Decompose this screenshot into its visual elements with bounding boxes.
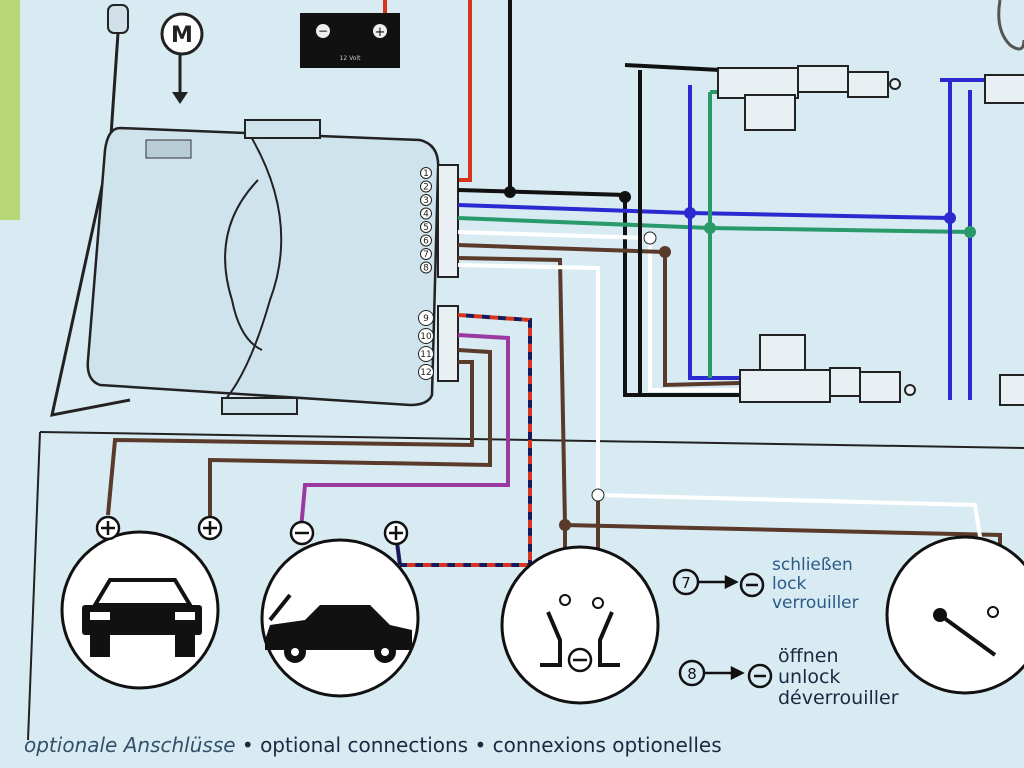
keyring-icon xyxy=(997,0,1024,51)
footer-sep: • xyxy=(241,733,254,757)
pin-label: 6 xyxy=(423,237,429,247)
pin-circle xyxy=(418,328,434,344)
pin-circle xyxy=(420,221,432,233)
pin-circle xyxy=(418,364,434,380)
svg-text:8: 8 xyxy=(687,665,697,683)
footer-caption: optionale Anschlüsse • optional connecti… xyxy=(24,733,722,757)
pin-label: 12 xyxy=(420,368,431,378)
motor-icon: M xyxy=(160,12,204,104)
pin-label: 2 xyxy=(423,183,429,193)
pin-circle xyxy=(420,234,432,247)
lock-label-en: lock xyxy=(772,574,807,594)
unlock-label-fr: déverrouiller xyxy=(778,687,899,709)
minus-icon xyxy=(739,572,765,598)
pin-circle xyxy=(420,194,432,206)
pin-circle xyxy=(420,207,432,220)
pin-label: 10 xyxy=(420,332,432,342)
footer-fr: connexions optionelles xyxy=(492,733,722,757)
paper-edge xyxy=(0,0,20,220)
pin-circle xyxy=(420,167,432,179)
svg-text:+: + xyxy=(375,25,386,40)
footer-en: optional connections xyxy=(260,733,469,757)
svg-text:12 Volt: 12 Volt xyxy=(340,55,362,62)
unlock-label-en: unlock xyxy=(778,666,841,688)
clock-hands-icon xyxy=(933,606,999,657)
led-icon xyxy=(50,4,131,417)
car-trunk-icon xyxy=(265,593,412,663)
pin-circle xyxy=(420,180,432,193)
lock-label-fr: verrouiller xyxy=(772,593,859,613)
svg-text:−: − xyxy=(318,24,328,38)
pin-circle xyxy=(420,261,432,274)
pin-label: 11 xyxy=(420,350,431,360)
svg-text:M: M xyxy=(171,23,193,48)
door-lock-actuator-right xyxy=(984,74,1024,406)
pin-label: 3 xyxy=(423,196,429,206)
unlock-label: öffnen unlock déverrouiller xyxy=(778,646,899,709)
pin-label: 7 xyxy=(423,250,429,260)
ignition-clock-circle xyxy=(885,535,1024,695)
svg-text:7: 7 xyxy=(681,574,691,592)
footer-sep: • xyxy=(474,733,487,757)
door-switch-circle xyxy=(500,545,660,705)
pin-label: 8 xyxy=(423,264,429,274)
pin-label: 9 xyxy=(423,314,429,324)
minus-icon xyxy=(747,663,773,689)
pin-label: 1 xyxy=(423,169,429,179)
pin-circle xyxy=(418,310,434,326)
lock-label: schließen lock verrouiller xyxy=(772,556,859,613)
footer-de: optionale Anschlüsse xyxy=(24,733,236,757)
pin-circle xyxy=(418,346,434,362)
door-lock-actuator-top xyxy=(717,65,901,131)
terminal-icons xyxy=(95,515,593,673)
car-front-icon xyxy=(82,578,202,657)
pin-circle xyxy=(420,248,432,260)
unlock-label-de: öffnen xyxy=(778,645,839,667)
door-lock-actuator-bottom xyxy=(739,334,916,403)
door-switch-icon xyxy=(540,594,620,667)
battery-icon: − + 12 Volt xyxy=(300,13,400,68)
lock-label-de: schließen xyxy=(772,555,853,575)
pin-label: 5 xyxy=(423,223,429,233)
pin-label: 4 xyxy=(423,210,429,220)
